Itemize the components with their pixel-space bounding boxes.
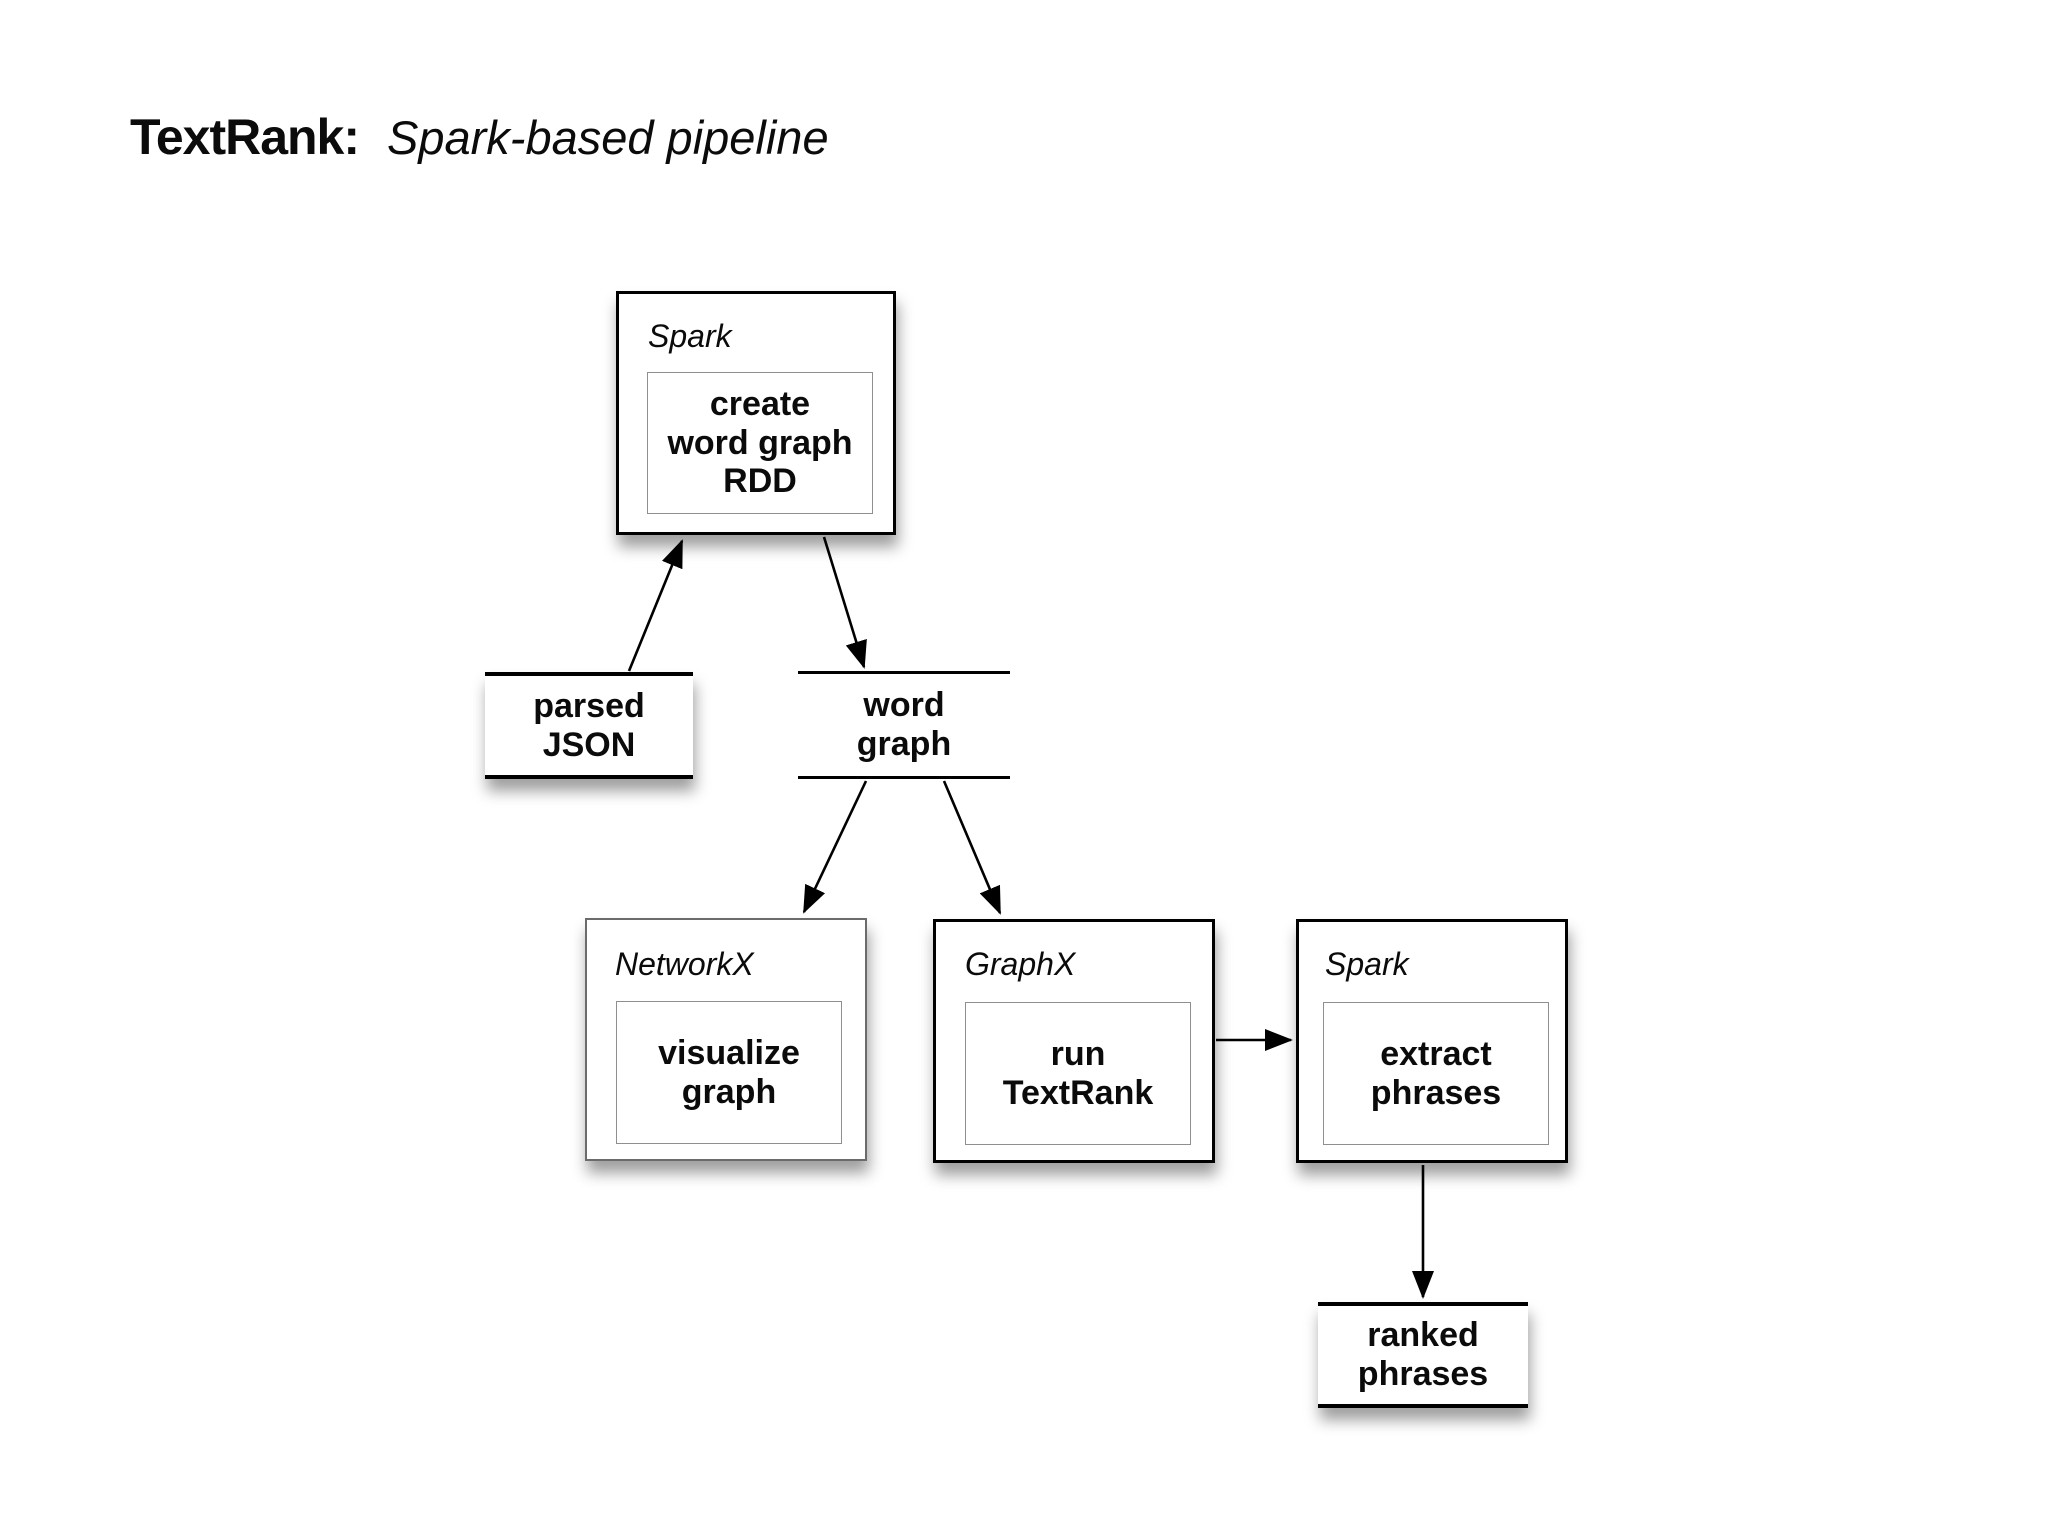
title-main: TextRank: [130,109,360,165]
node-parsed-json: parsed JSON [485,672,693,779]
edge-word-graph-to-networkx [802,780,868,914]
node-graphx-run-textrank: GraphX run TextRank [933,919,1215,1163]
node-spark-extract-phrases: Spark extract phrases [1296,919,1568,1163]
edge-spark-create-to-word-graph [822,536,867,669]
task-run-textrank: run TextRank [965,1002,1191,1145]
task-extract-phrases: extract phrases [1323,1002,1549,1145]
framework-label-spark-2: Spark [1325,946,1409,982]
node-ranked-phrases: ranked phrases [1318,1302,1528,1408]
node-spark-create-word-graph: Spark create word graph RDD [616,291,896,535]
framework-label-spark: Spark [648,318,732,354]
task-create-word-graph-rdd: create word graph RDD [647,372,873,514]
edge-parsed-json-to-spark-create [627,539,684,672]
page-title: TextRank: Spark-based pipeline [130,108,829,166]
node-word-graph: word graph [798,671,1010,779]
task-visualize-graph: visualize graph [616,1001,842,1144]
edge-word-graph-to-graphx [942,780,1002,915]
title-subtitle: Spark-based pipeline [387,111,829,164]
framework-label-graphx: GraphX [965,946,1076,982]
framework-label-networkx: NetworkX [615,946,754,982]
node-networkx-visualize: NetworkX visualize graph [585,918,867,1161]
